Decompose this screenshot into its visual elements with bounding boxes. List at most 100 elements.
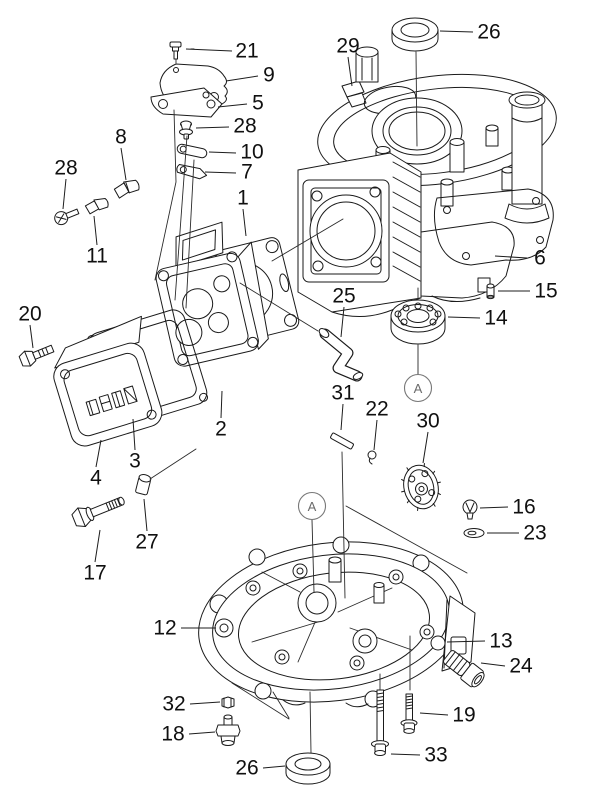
part-32-nut — [221, 696, 235, 709]
callout-number-7: 7 — [241, 161, 253, 184]
part-5-breather-gasket — [150, 87, 223, 118]
callout-number-18: 18 — [161, 723, 184, 746]
part-16-valve-keeper — [462, 499, 478, 520]
part-7-reed-stopper — [176, 163, 208, 180]
detail-marker-letter: A — [308, 499, 317, 514]
callout-23: 23 — [487, 522, 547, 545]
callout-30: 30 — [416, 410, 440, 464]
construction-lines — [149, 51, 468, 754]
callout-number-31: 31 — [331, 382, 354, 405]
callout-number-32: 32 — [162, 693, 185, 716]
oil-filler-tube — [504, 91, 550, 224]
part-19-case-bolt — [400, 693, 418, 734]
part-13-steel-ball — [430, 635, 446, 651]
part-29-cylinder-block — [297, 46, 557, 317]
leader-line-27 — [143, 498, 148, 532]
callout-number-2: 2 — [215, 418, 227, 441]
callout-9: 9 — [225, 64, 275, 87]
leader-line-31 — [340, 403, 344, 431]
callout-number-22: 22 — [365, 398, 388, 421]
callout-number-30: 30 — [416, 410, 439, 433]
part-12-crankcase — [198, 536, 476, 708]
callout-number-21: 21 — [235, 40, 258, 63]
callout-number-26-bottom: 26 — [235, 757, 258, 780]
leader-line-21 — [185, 48, 233, 52]
leader-line-26-bottom — [262, 765, 286, 769]
part-30-governor-gear — [401, 462, 441, 512]
leader-line-5 — [217, 103, 248, 108]
callout-16: 16 — [479, 496, 536, 519]
part-31-dowel-pin — [330, 432, 354, 450]
part-11-rocker-arm — [84, 197, 109, 215]
part-14-ball-bearing — [390, 299, 446, 345]
callout-33: 33 — [390, 744, 448, 767]
callout-11: 11 — [86, 215, 108, 268]
callout-19: 19 — [419, 704, 476, 727]
leader-line-7 — [204, 171, 237, 174]
callout-3: 3 — [129, 418, 141, 473]
callout-number-27: 27 — [135, 531, 158, 554]
callout-number-26-top: 26 — [477, 21, 500, 44]
part-6-case-gasket — [433, 188, 554, 266]
callout-13: 13 — [446, 630, 513, 653]
leader-line-33 — [390, 753, 421, 756]
leader-line-13 — [446, 640, 486, 643]
callout-17: 17 — [83, 529, 107, 585]
callout-6: 6 — [494, 247, 546, 270]
leader-line-11 — [93, 215, 98, 246]
part-8-rocker-arm — [113, 179, 140, 199]
part-4-valve-cover — [53, 315, 163, 447]
callout-number-33: 33 — [424, 744, 447, 767]
part-10-reed-plate — [176, 143, 208, 159]
callout-number-11: 11 — [86, 245, 108, 268]
callout-number-16: 16 — [512, 496, 535, 519]
callout-number-12: 12 — [153, 617, 176, 640]
callout-number-5: 5 — [252, 92, 264, 115]
detail-marker-circle — [403, 373, 433, 403]
part-28-breather-valve-top — [179, 120, 193, 140]
detail-marker-letter: A — [414, 381, 423, 396]
callout-number-13: 13 — [489, 630, 512, 653]
callout-number-10: 10 — [240, 141, 263, 164]
leader-line-19 — [419, 712, 449, 716]
callout-28-left: 28 — [54, 157, 78, 210]
callout-number-28-top: 28 — [233, 115, 256, 138]
callout-8: 8 — [115, 126, 127, 181]
callout-18: 18 — [161, 723, 216, 746]
callout-31: 31 — [331, 382, 355, 431]
callout-number-24: 24 — [509, 655, 533, 678]
callout-number-29: 29 — [336, 35, 359, 58]
callout-number-23: 23 — [523, 522, 546, 545]
part-18-breather-bolt — [215, 714, 241, 746]
leader-line-22 — [373, 419, 378, 451]
leader-line-14 — [447, 316, 481, 319]
leader-line-9 — [225, 75, 259, 82]
callout-number-9: 9 — [263, 64, 275, 87]
leader-line-2 — [220, 390, 223, 419]
leader-line-28-left — [62, 178, 67, 210]
callout-number-14: 14 — [484, 307, 508, 330]
finned-cylinder — [297, 152, 422, 313]
callout-4: 4 — [90, 439, 102, 490]
leader-line-1 — [242, 208, 247, 237]
callout-number-1: 1 — [237, 187, 249, 210]
leader-line-17 — [94, 529, 101, 563]
leader-line-8 — [120, 147, 127, 181]
detail-marker-layer: AA — [297, 373, 433, 521]
detail-marker-A-governor: A — [297, 491, 327, 521]
part-17-head-bolt — [71, 496, 125, 528]
callout-2: 2 — [215, 390, 227, 441]
leader-line-10 — [208, 151, 237, 154]
callout-25: 25 — [332, 285, 356, 338]
leader-line-16 — [479, 506, 509, 509]
part-23-washer — [463, 528, 485, 538]
leader-line-32 — [189, 701, 221, 705]
part-25-breather-pipe — [318, 328, 364, 382]
callout-27: 27 — [135, 498, 159, 554]
callout-number-28-left: 28 — [54, 157, 77, 180]
leader-line-30 — [422, 431, 429, 464]
part-26-oil-seal-top — [391, 17, 439, 52]
callout-number-20: 20 — [18, 303, 41, 326]
